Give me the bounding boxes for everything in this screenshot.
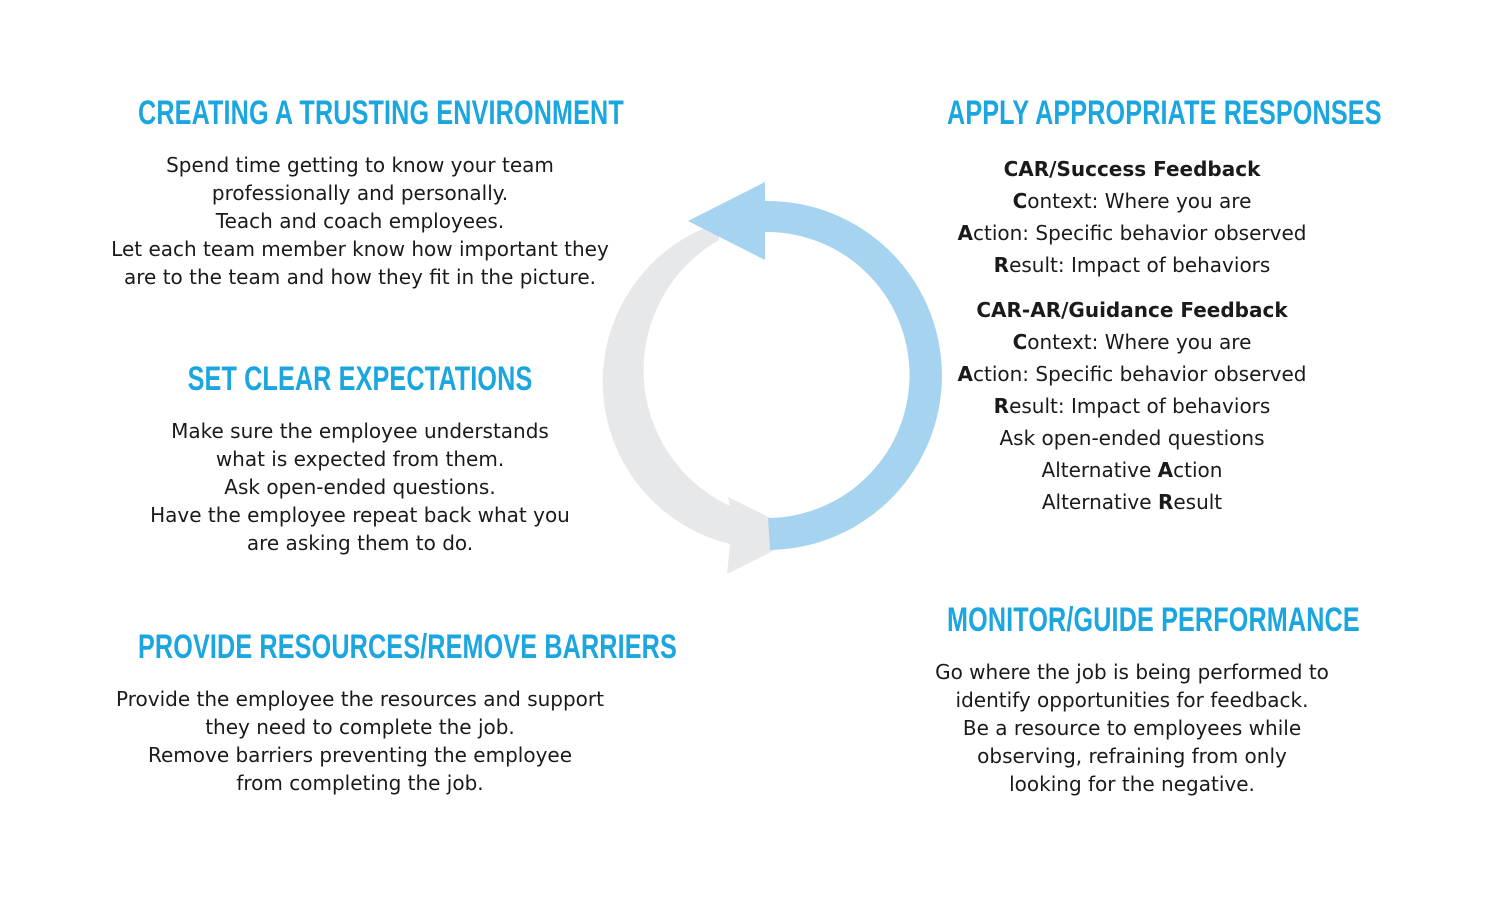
monitor-section: MONITOR/GUIDE PERFORMANCE Go where the j… xyxy=(882,600,1382,798)
gray-cycle-arrow xyxy=(602,223,805,574)
resources-heading: PROVIDE RESOURCES/REMOVE BARRIERS xyxy=(138,628,677,666)
guidance-action-line: Action: Specific behavior observed xyxy=(882,358,1382,390)
context-text: ontext: Where you are xyxy=(1027,330,1252,354)
resources-line: from completing the job. xyxy=(236,771,484,795)
result-initial: R xyxy=(993,394,1010,418)
expectations-line: Make sure the employee understands xyxy=(171,419,549,443)
resources-body: Provide the employee the resources and s… xyxy=(60,685,660,797)
expectations-heading: SET CLEAR EXPECTATIONS xyxy=(187,360,533,398)
action-text: ction xyxy=(1173,458,1223,482)
action-initial: A xyxy=(957,221,973,245)
success-result-line: Result: Impact of behaviors xyxy=(882,249,1382,281)
trusting-line: professionally and personally. xyxy=(211,181,509,205)
result-initial: R xyxy=(993,253,1010,277)
expectations-body: Make sure the employee understands what … xyxy=(60,417,660,557)
monitor-line: identify opportunities for feedback. xyxy=(955,688,1309,712)
expectations-line: are asking them to do. xyxy=(246,531,474,555)
guidance-context-line: Context: Where you are xyxy=(882,326,1382,358)
action-initial: A xyxy=(957,362,973,386)
spacer xyxy=(882,281,1382,294)
action-text: ction: Specific behavior observed xyxy=(973,362,1307,386)
result-text: esult: Impact of behaviors xyxy=(1009,394,1271,418)
alternative-action-line: Alternative Action xyxy=(882,454,1382,486)
trusting-section: CREATING A TRUSTING ENVIRONMENT Spend ti… xyxy=(60,93,660,291)
success-context-line: Context: Where you are xyxy=(882,185,1382,217)
success-action-line: Action: Specific behavior observed xyxy=(882,217,1382,249)
resources-line: Remove barriers preventing the employee xyxy=(147,743,573,767)
trusting-line: Let each team member know how important … xyxy=(111,237,609,261)
result-text: esult xyxy=(1173,490,1223,514)
context-text: ontext: Where you are xyxy=(1027,189,1252,213)
responses-section: APPLY APPROPRIATE RESPONSES CAR/Success … xyxy=(882,93,1382,518)
expectations-section: SET CLEAR EXPECTATIONS Make sure the emp… xyxy=(60,359,660,557)
result-text: esult: Impact of behaviors xyxy=(1009,253,1271,277)
action-initial: A xyxy=(1157,458,1174,482)
monitor-heading: MONITOR/GUIDE PERFORMANCE xyxy=(947,601,1360,639)
responses-heading: APPLY APPROPRIATE RESPONSES xyxy=(947,94,1382,132)
trusting-line: Teach and coach employees. xyxy=(215,209,505,233)
monitor-line: observing, refraining from only xyxy=(977,744,1287,768)
trusting-line: are to the team and how they fit in the … xyxy=(124,265,596,289)
blue-cycle-arrow xyxy=(688,182,942,550)
action-text: ction: Specific behavior observed xyxy=(973,221,1307,245)
context-initial: C xyxy=(1012,330,1028,354)
expectations-line: Have the employee repeat back what you xyxy=(150,503,570,527)
trusting-line: Spend time getting to know your team xyxy=(166,153,554,177)
responses-body: CAR/Success Feedback Context: Where you … xyxy=(882,153,1382,518)
monitor-line: looking for the negative. xyxy=(1009,772,1255,796)
expectations-line: Ask open-ended questions. xyxy=(224,475,496,499)
result-initial: R xyxy=(1157,490,1174,514)
guidance-ask-line: Ask open-ended questions xyxy=(999,426,1265,450)
context-initial: C xyxy=(1012,189,1028,213)
alternative-result-line: Alternative Result xyxy=(882,486,1382,518)
alternative-prefix: Alternative xyxy=(1041,458,1158,482)
guidance-result-line: Result: Impact of behaviors xyxy=(882,390,1382,422)
monitor-line: Go where the job is being performed to xyxy=(935,660,1329,684)
alternative-prefix: Alternative xyxy=(1041,490,1158,514)
resources-line: they need to complete the job. xyxy=(205,715,515,739)
resources-section: PROVIDE RESOURCES/REMOVE BARRIERS Provid… xyxy=(60,627,677,797)
monitor-body: Go where the job is being performed to i… xyxy=(882,658,1382,798)
guidance-feedback-title: CAR-AR/Guidance Feedback xyxy=(976,298,1288,322)
resources-line: Provide the employee the resources and s… xyxy=(116,687,604,711)
monitor-line: Be a resource to employees while xyxy=(962,716,1302,740)
success-feedback-title: CAR/Success Feedback xyxy=(1003,157,1261,181)
trusting-body: Spend time getting to know your team pro… xyxy=(60,151,660,291)
expectations-line: what is expected from them. xyxy=(215,447,505,471)
trusting-heading: CREATING A TRUSTING ENVIRONMENT xyxy=(138,94,624,132)
